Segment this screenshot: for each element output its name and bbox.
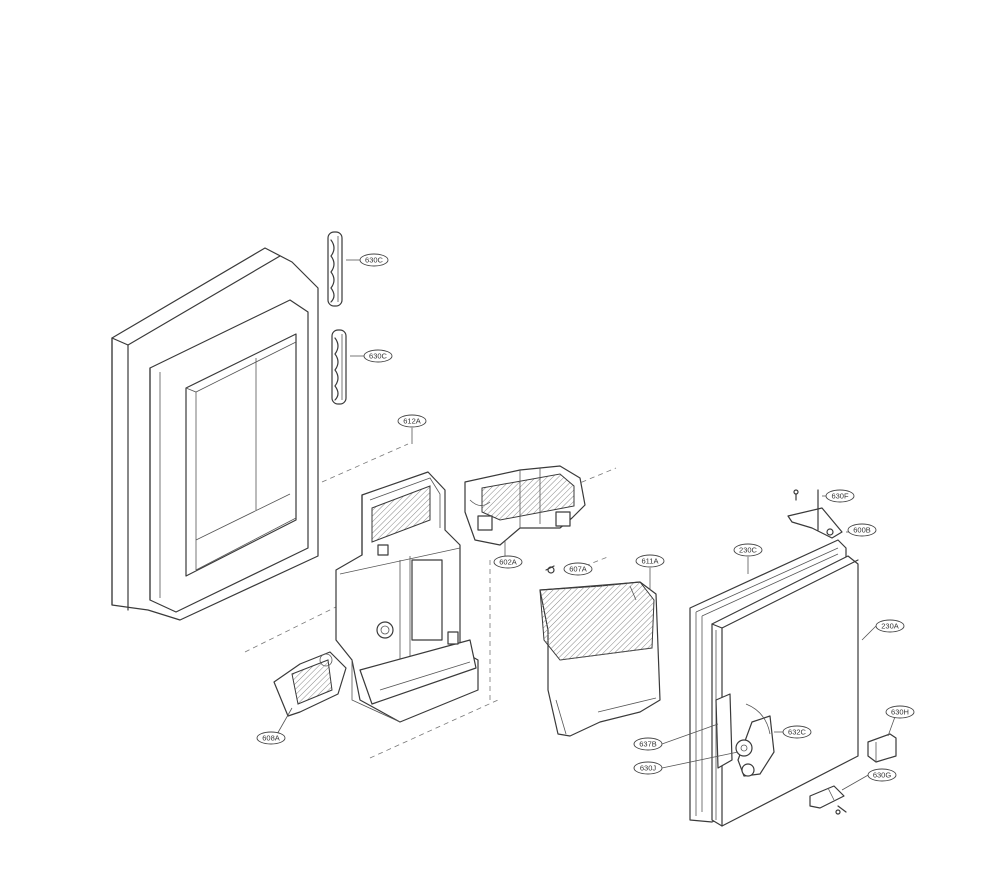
callout-630j: 630J	[633, 761, 663, 775]
callout-611a: 611A	[635, 554, 665, 568]
callout-630c-upper: 630C	[359, 253, 389, 267]
callout-608a: 608A	[256, 731, 286, 745]
callout-602a: 602A	[493, 555, 523, 569]
ice-door-230a	[689, 539, 859, 827]
callout-630h: 630H	[885, 705, 915, 719]
callout-label: 630C	[369, 352, 388, 361]
ice-maker-602a	[464, 465, 586, 546]
bracket-630f	[787, 489, 843, 539]
callout-630g: 630G	[867, 768, 897, 782]
callout-label: 630G	[873, 771, 892, 780]
callout-label: 611A	[642, 557, 659, 566]
callout-label: 630H	[891, 708, 909, 717]
callout-label: 612A	[403, 417, 421, 426]
callout-label: 630J	[640, 764, 657, 773]
callout-label: 230A	[881, 622, 899, 631]
callout-label: 637B	[639, 740, 657, 749]
callout-label: 630F	[831, 492, 849, 501]
hinge-630c-lower	[331, 329, 347, 405]
callout-label: 230C	[739, 546, 758, 555]
ice-bin-cover-611a	[539, 581, 661, 737]
callout-612a: 612A	[397, 414, 427, 428]
screw-607a	[545, 565, 555, 574]
callout-600b: 600B	[847, 523, 877, 537]
callout-label: 630C	[365, 256, 384, 265]
callout-label: 602A	[499, 558, 517, 567]
callout-label: 608A	[262, 734, 280, 743]
bracket-630h	[867, 733, 897, 763]
callout-230a: 230A	[875, 619, 905, 633]
bracket-630g	[809, 785, 847, 815]
flap-608a	[273, 651, 347, 717]
callout-label: 600B	[853, 526, 871, 535]
callout-637b: 637B	[633, 737, 663, 751]
callout-230c: 230C	[733, 543, 763, 557]
callout-632c: 632C	[782, 725, 812, 739]
hinge-630c-upper	[327, 231, 343, 307]
dispenser-housing-612a	[335, 471, 479, 723]
callout-630c-lower: 630C	[363, 349, 393, 363]
callout-label: 607A	[569, 565, 587, 574]
callout-630f: 630F	[825, 489, 855, 503]
door-outer-panel	[111, 247, 319, 621]
callout-607a: 607A	[563, 562, 593, 576]
callout-label: 632C	[788, 728, 807, 737]
